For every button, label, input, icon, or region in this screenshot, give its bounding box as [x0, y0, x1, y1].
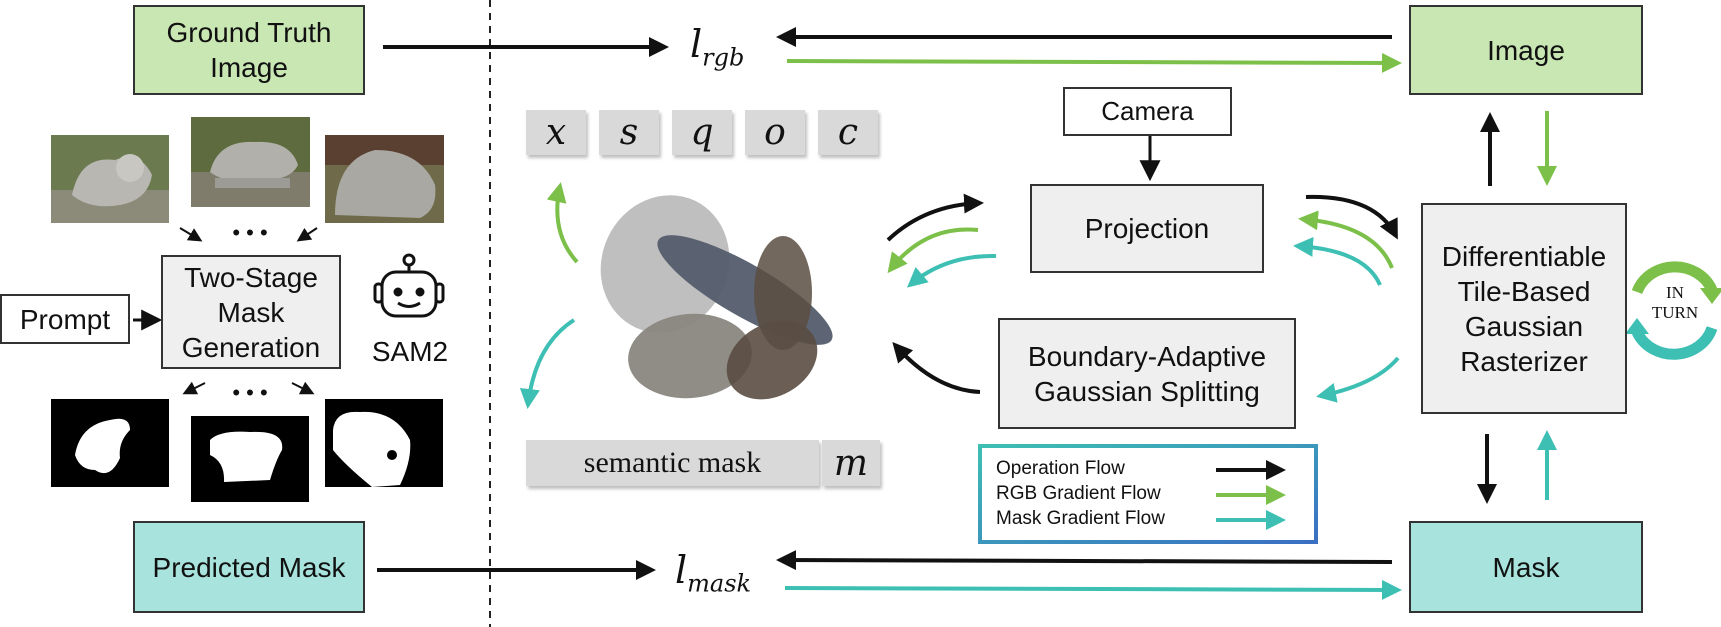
- loss-rgb-base: l: [690, 22, 703, 66]
- arrow-rgb-projection-to-gaussians: [887, 227, 979, 274]
- arrow-lmask-to-mask: [784, 579, 1402, 600]
- arrow-mask-to-lmask: [776, 550, 1393, 571]
- in-turn-arrow-bottom: [1632, 326, 1718, 360]
- arrow-mask-to-semantic: [519, 318, 576, 409]
- input-photo-2: [191, 117, 310, 207]
- param-o: o: [745, 110, 805, 155]
- in-turn-label: IN TURN: [1651, 283, 1699, 322]
- in-turn-arrowhead-top: [1700, 288, 1721, 304]
- arrow-rgb-to-params: [546, 182, 579, 264]
- semantic-mask-label: semantic mask: [526, 440, 819, 486]
- gaussian-gray: [628, 313, 752, 399]
- ellipsis-top: • • •: [232, 220, 268, 245]
- param-c: c: [818, 110, 878, 155]
- param-s: s: [599, 110, 659, 155]
- arrow-mask-projection-to-gaussians: [906, 253, 997, 288]
- loss-mask: lmask: [675, 548, 751, 598]
- mask-box: Mask: [1409, 521, 1643, 613]
- loss-rgb-sub: rgb: [702, 43, 745, 72]
- param-q: q: [672, 110, 732, 155]
- loss-mask-sub: mask: [687, 569, 752, 598]
- arrow-projection-to-rasterizer: [1305, 194, 1398, 240]
- boundary-adaptive-splitting-box: Boundary-Adaptive Gaussian Splitting: [998, 318, 1296, 429]
- arrow-img1-down: [179, 227, 203, 242]
- param-x: x: [526, 110, 586, 155]
- legend-label-rgb: RGB Gradient Flow: [996, 483, 1161, 504]
- in-turn-arrowhead-bottom: [1625, 318, 1649, 334]
- arrow-splitting-to-gaussians: [892, 342, 981, 394]
- image-box: Image: [1409, 5, 1643, 95]
- loss-rgb: lrgb: [690, 22, 744, 72]
- robot-icon: [373, 253, 445, 318]
- rasterizer-box: Differentiable Tile-Based Gaussian Raste…: [1421, 203, 1627, 414]
- in-turn-arrow-top: [1631, 261, 1718, 295]
- predicted-mask-box: Predicted Mask: [133, 521, 365, 613]
- legend-label-operation: Operation Flow: [996, 458, 1125, 479]
- arrow-rgb-rasterizer-to-projection: [1298, 210, 1394, 269]
- gaussian-ellipses: [600, 195, 833, 400]
- arrow-lrgb-to-image: [786, 52, 1402, 73]
- prompt-box: Prompt: [0, 294, 130, 344]
- loss-mask-base: l: [675, 548, 688, 592]
- gaussian-dark-brown: [726, 320, 818, 400]
- mask-image-2: [191, 416, 309, 502]
- arrow-mask-rasterizer-to-projection: [1293, 236, 1382, 286]
- input-photo-1: [51, 135, 169, 223]
- gaussian-brown: [754, 236, 812, 350]
- arrow-mask1-down: [182, 381, 206, 395]
- arrow-mask3-down: [291, 381, 315, 395]
- ground-truth-image-box: Ground Truth Image: [133, 5, 365, 95]
- gaussian-light-gray: [600, 195, 730, 333]
- input-photo-3: [325, 135, 444, 223]
- mask-image-1: [51, 399, 169, 487]
- legend-label-mask: Mask Gradient Flow: [996, 508, 1165, 529]
- ellipsis-bottom: • • •: [232, 380, 268, 405]
- arrow-img3-down: [296, 227, 318, 242]
- projection-box: Projection: [1030, 184, 1264, 273]
- arrow-gaussians-to-projection: [886, 193, 984, 242]
- semantic-mask-symbol: m: [822, 440, 880, 486]
- sam2-label: SAM2: [371, 336, 449, 367]
- mask-image-3: [325, 399, 443, 487]
- two-stage-mask-generation-box: Two-Stage Mask Generation: [161, 255, 341, 369]
- arrow-mask-rasterizer-to-splitting: [1316, 356, 1400, 403]
- camera-box: Camera: [1063, 87, 1232, 136]
